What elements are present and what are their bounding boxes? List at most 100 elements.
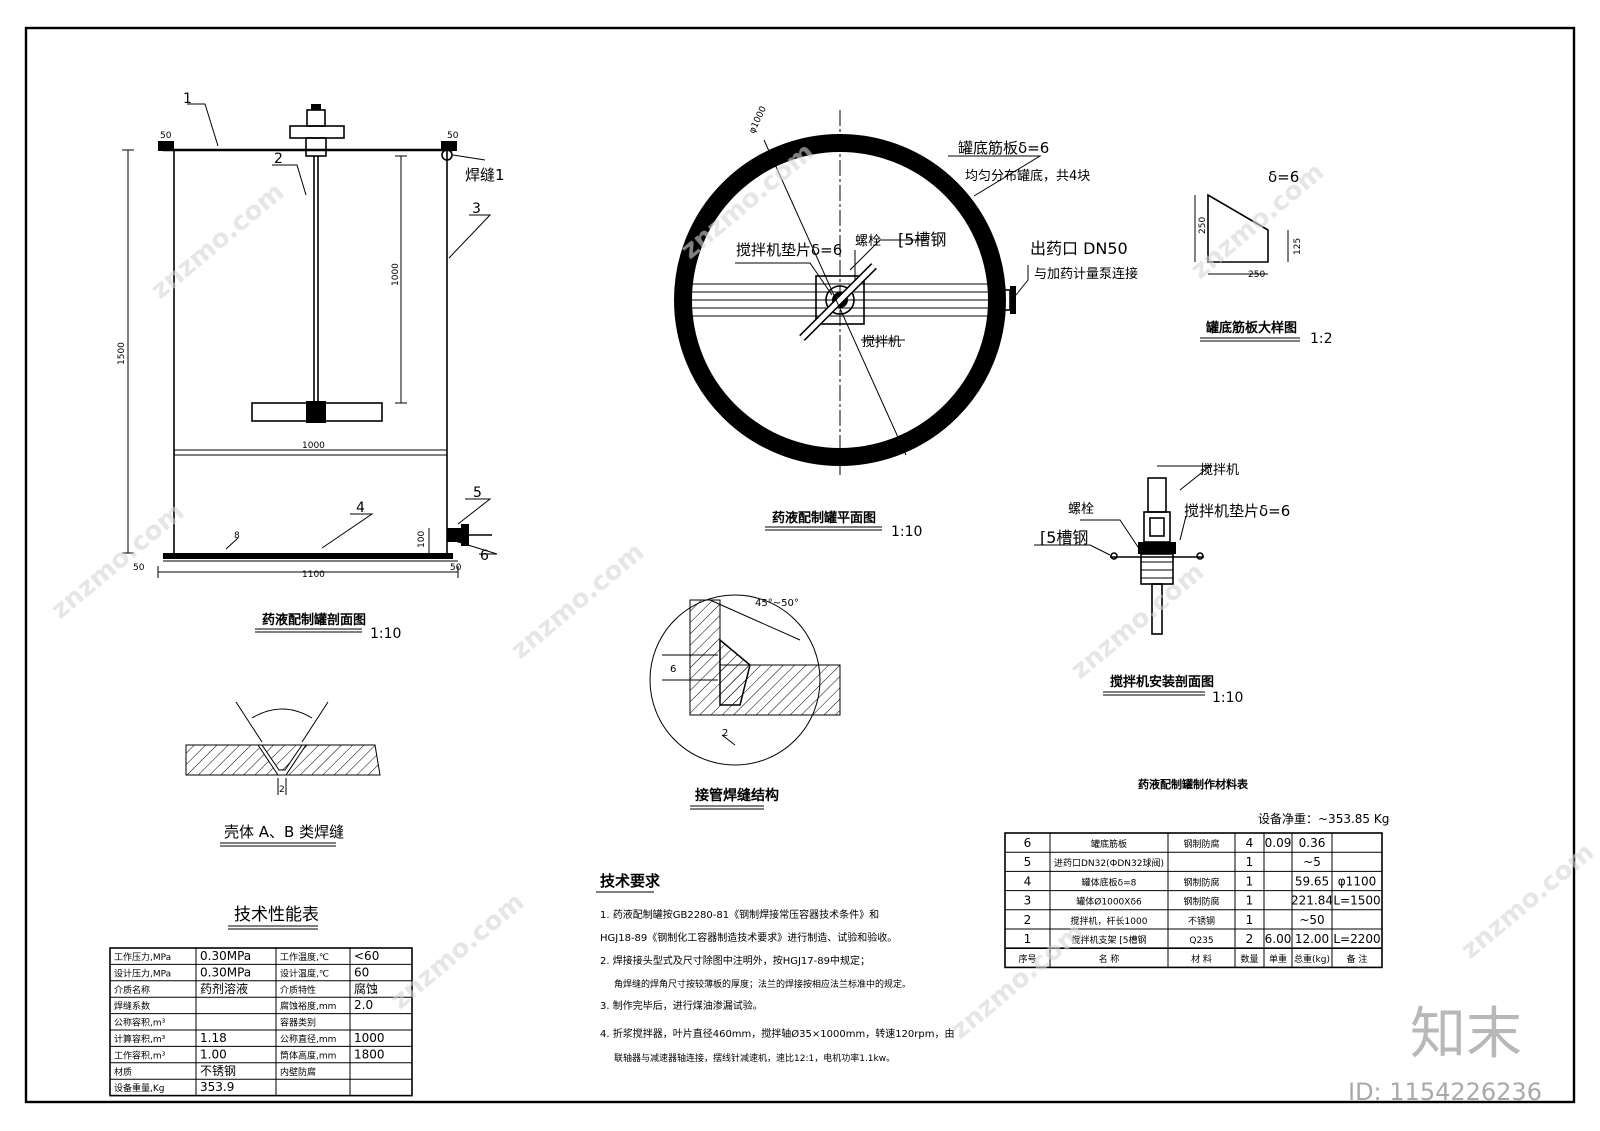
dim-inner-width: 1000	[302, 441, 325, 451]
requirements: 技术要求 1. 药液配制罐按GB2280-81《钢制焊接常压容器技术条件》和 H…	[596, 872, 954, 1064]
mat-cell: 6.00	[1265, 932, 1292, 946]
mat-cell: L=1500	[1333, 894, 1380, 908]
watermark-4: znzmo.com	[505, 537, 650, 665]
perf-cell: 筒体高度,mm	[280, 1049, 336, 1061]
weld-shell-title: 壳体 A、B 类焊缝	[224, 823, 344, 841]
req-item-4: 角焊缝的焊角尺寸按较薄板的厚度；法兰的焊接按相应法兰标准中的规定。	[614, 978, 911, 990]
perf-cell: 焊缝系数	[114, 1000, 150, 1012]
mat-cell: 总重(kg)	[1294, 953, 1330, 965]
perf-cell: 不锈钢	[200, 1064, 236, 1078]
req-item-7: 联轴器与减速器轴连接，摆线针减速机，速比12:1，电机功率1.1kw。	[614, 1052, 895, 1064]
req-item-1: 1. 药液配制罐按GB2280-81《钢制焊接常压容器技术条件》和	[600, 908, 879, 921]
install-scale: 1:10	[1212, 690, 1243, 706]
callout-4: 4	[356, 500, 365, 516]
plan-scale: 1:10	[891, 524, 922, 540]
req-item-2: HGJ18-89《钢制化工容器制造技术要求》进行制造、试验和验收。	[600, 931, 897, 944]
perf-cell: 1.00	[200, 1047, 227, 1061]
mat-net-weight: 设备净重：~353.85 Kg	[1258, 812, 1389, 826]
brand-id: ID: 1154226236	[1348, 1078, 1542, 1106]
install-channel: [5槽钢	[1040, 528, 1088, 547]
watermark-6: znzmo.com	[385, 887, 530, 1015]
mat-cell: φ1100	[1338, 874, 1376, 888]
watermark-1: znzmo.com	[145, 177, 290, 305]
install-title: 搅拌机安装剖面图	[1110, 674, 1214, 690]
sheet-frame	[24, 26, 1576, 1104]
perf-title: 技术性能表	[234, 905, 319, 925]
mat-cell: 1	[1246, 874, 1254, 888]
perf-cell: 0.30MPa	[200, 965, 251, 979]
weld-pipe-title: 接管焊缝结构	[695, 787, 779, 804]
watermark-7: znzmo.com	[945, 917, 1090, 1045]
plan-view: φ1000 罐底筋板δ=6 均匀分布罐底，共4块 搅拌机垫片δ=6 螺栓 [5槽…	[674, 105, 1138, 540]
mat-cell: 1	[1246, 913, 1254, 927]
mat-cell: 材 料	[1191, 953, 1212, 965]
plan-rib: 罐底筋板δ=6	[958, 139, 1049, 157]
mat-cell: 3	[1024, 894, 1032, 908]
mat-cell: 钢制防腐	[1183, 876, 1219, 888]
plan-mixer: 搅拌机	[862, 334, 901, 350]
plan-bolt: 螺栓	[855, 234, 881, 249]
mat-cell: 备 注	[1347, 953, 1368, 965]
mat-cell: 进药口DN32(ФDN32球阀)	[1054, 857, 1164, 869]
mat-cell: ~50	[1299, 913, 1324, 927]
mat-cell: 2	[1024, 913, 1032, 927]
rib-height: 250	[1198, 217, 1208, 234]
perf-cell: 设计压力,MPa	[114, 967, 171, 979]
dim-top-right: 50	[447, 131, 459, 141]
req-item-6: 4. 折浆搅拌器，叶片直径460mm，搅拌轴Ø35×1000mm，转速120rp…	[600, 1027, 954, 1040]
section-view: 1 2 3 4 5 6 焊缝1 50 50 1500 1000 1000 110…	[117, 91, 505, 642]
mat-cell: Q235	[1189, 936, 1213, 946]
mat-cell: 罐底筋板	[1091, 838, 1127, 850]
mat-cell: 1	[1246, 855, 1254, 869]
plan-channel: [5槽钢	[898, 230, 946, 249]
perf-cell: 腐蚀	[354, 981, 378, 996]
mat-cell: 4	[1246, 836, 1254, 850]
rib-step: 125	[1293, 238, 1303, 255]
plan-pad: 搅拌机垫片δ=6	[736, 241, 842, 259]
callout-6: 6	[480, 548, 489, 564]
mat-title: 药液配制罐制作材料表	[1138, 777, 1249, 791]
perf-cell: 公称容积,m³	[114, 1017, 166, 1029]
plan-rib-note: 均匀分布罐底，共4块	[965, 168, 1090, 184]
mat-cell: 罐体底板δ=8	[1082, 876, 1137, 888]
weld-pipe-dim-b: 2	[722, 728, 728, 739]
watermark-9: znzmo.com	[1455, 837, 1600, 965]
mat-cell: 2	[1246, 932, 1254, 946]
mat-cell: 罐体Ø1000Xδ6	[1076, 896, 1142, 908]
plan-dia: φ1000	[748, 105, 769, 136]
perf-cell: 内壁防腐	[280, 1066, 316, 1078]
perf-cell: 介质特性	[280, 984, 316, 996]
perf-cell: 材质	[114, 1066, 132, 1078]
dim-top-left: 50	[160, 131, 172, 141]
dim-bottom-right: 50	[450, 563, 462, 573]
dim-shaft: 1000	[391, 263, 401, 286]
perf-cell: 1.18	[200, 1031, 227, 1045]
mat-cell: ~5	[1303, 855, 1321, 869]
dim-height: 1500	[117, 342, 127, 365]
mat-cell: 0.36	[1299, 836, 1326, 850]
section-title: 药液配制罐剖面图	[262, 612, 366, 628]
rib-width: 250	[1248, 270, 1265, 280]
dim-outlet-height: 100	[417, 531, 427, 548]
perf-cell: 介质名称	[114, 984, 150, 996]
perf-cell: 腐蚀裕度,mm	[280, 1000, 336, 1012]
mat-cell: 钢制防腐	[1183, 896, 1219, 908]
mat-cell: 数量	[1240, 953, 1258, 965]
perf-cell: 353.9	[200, 1080, 234, 1094]
perf-cell: 60	[354, 965, 369, 979]
install-pad: 搅拌机垫片δ=6	[1184, 502, 1290, 520]
mat-cell: 6	[1024, 836, 1032, 850]
mat-cell: 钢制防腐	[1183, 838, 1219, 850]
perf-cell: 工作容积,m³	[114, 1049, 166, 1061]
callout-2: 2	[274, 151, 283, 167]
rib-thickness: δ=6	[1268, 168, 1299, 186]
mat-cell: 名 称	[1099, 953, 1120, 965]
mixer-install: 搅拌机 螺栓 搅拌机垫片δ=6 [5槽钢 搅拌机安装剖面图 1:10	[1034, 462, 1290, 706]
perf-cell: 1800	[354, 1047, 385, 1061]
mat-cell: 4	[1024, 874, 1032, 888]
mat-cell: L=2200	[1333, 932, 1380, 946]
mat-cell: 单重	[1269, 953, 1287, 965]
mat-cell: 1	[1246, 894, 1254, 908]
